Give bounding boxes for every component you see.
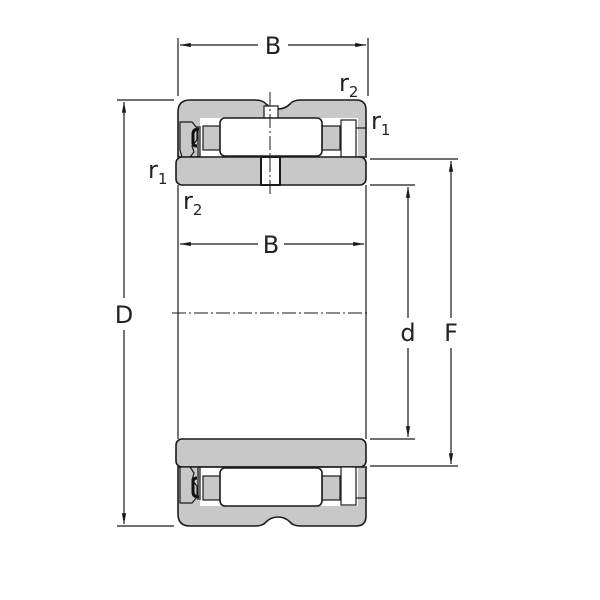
cage-left-bottom	[202, 475, 222, 501]
cage-side-right-top	[340, 119, 357, 158]
label-F: F	[444, 319, 458, 347]
needle-roller-bottom	[219, 467, 323, 507]
label-r2-top-right: r2	[339, 69, 358, 101]
cage-left-top	[202, 125, 222, 151]
dimension-D: D	[115, 99, 174, 527]
dimension-d: d	[370, 184, 416, 440]
dimension-F: F	[370, 158, 458, 467]
top-section	[175, 92, 367, 195]
cage-right-top	[321, 125, 341, 151]
label-r1-top-right: r1	[371, 107, 390, 139]
label-D: D	[115, 301, 133, 329]
inner-ring-bottom	[175, 438, 367, 468]
cage-side-right-bottom	[340, 466, 357, 506]
label-B-inner: B	[263, 231, 279, 259]
bottom-section	[175, 438, 367, 527]
label-r2-left: r2	[183, 187, 202, 219]
seal-lip-bottom	[191, 476, 200, 499]
label-r1-left: r1	[148, 156, 167, 188]
dimension-B-top: B	[177, 32, 369, 96]
label-d: d	[400, 319, 415, 347]
needle-roller-top	[219, 117, 323, 157]
dimension-B-inner: B	[180, 231, 364, 259]
seal-lip-top	[191, 127, 200, 148]
label-B-top: B	[265, 32, 281, 60]
cage-right-bottom	[321, 475, 341, 501]
